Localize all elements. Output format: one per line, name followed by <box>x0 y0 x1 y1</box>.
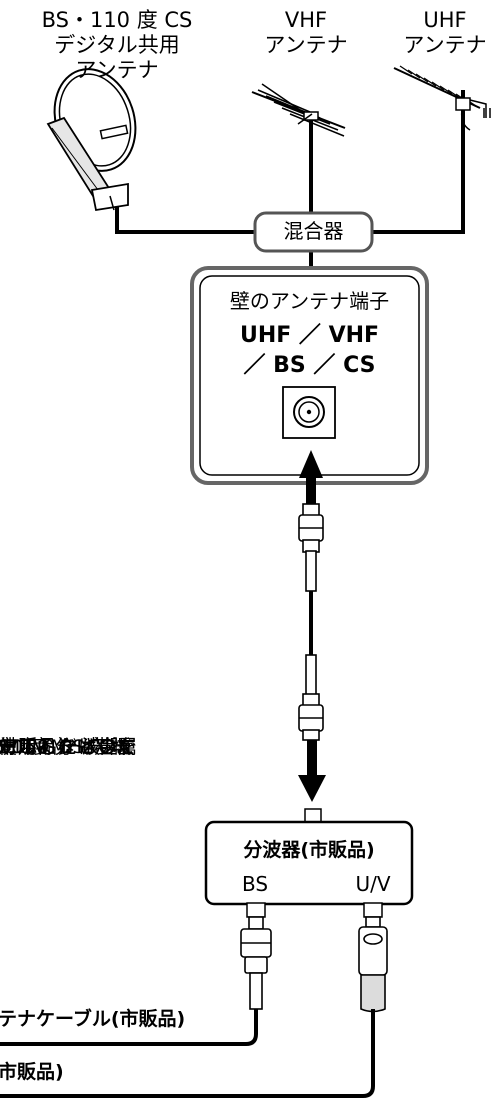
note-line: ールドタイプで <box>0 736 139 758</box>
bs-cs-label-line: アンテナ <box>75 58 159 82</box>
note-line: 対応したものを <box>0 736 139 758</box>
bs-output-cable <box>0 1009 258 1046</box>
note-line: 使用ください。 <box>0 736 139 758</box>
vhf-label-line: VHF <box>284 8 328 32</box>
uhf-antenna-label: UHF アンテナ <box>390 8 498 58</box>
uhf-label-line: UHF <box>423 8 467 32</box>
bs-output-connector-icon <box>240 916 272 1010</box>
coax-socket-icon <box>282 386 336 439</box>
vhf-antenna-icon <box>251 83 346 137</box>
uv-output-cable <box>0 1009 375 1098</box>
note-line: S/UV 分 波 器 <box>0 736 129 758</box>
note-line: 市販品）は金属 <box>0 736 139 758</box>
splitter-port-uv-label: U/V <box>355 872 391 896</box>
arrow-up-icon <box>299 450 323 511</box>
bs-antenna-cable <box>115 205 255 234</box>
vhf-antenna-label: VHF アンテナ <box>236 8 376 58</box>
uhf-label-line: アンテナ <box>403 33 487 57</box>
bs-cs-antenna-label: BS・110 度 CS デジタル共用 アンテナ <box>22 8 212 83</box>
uhf-antenna-icon <box>393 65 491 131</box>
vhf-label-line: アンテナ <box>264 33 348 57</box>
f-connector-top-icon <box>298 503 324 592</box>
cable-label-1: テナケーブル(市販品) <box>0 1008 186 1030</box>
cable-label-2: 市販品) <box>0 1061 64 1083</box>
uhf-antenna-cable <box>372 90 465 234</box>
mixer-box <box>253 211 374 253</box>
uv-output-connector-icon <box>358 916 388 1013</box>
arrow-down-icon <box>298 735 326 802</box>
splitter-bs-port <box>246 902 266 918</box>
bs-cs-dish-icon <box>46 68 137 212</box>
f-connector-bottom-icon <box>298 654 324 741</box>
wall-terminal-title: 壁のアンテナ端子 <box>229 289 390 313</box>
splitter-uv-port <box>363 902 383 918</box>
note-line: 10 度 CS 帯域 <box>0 736 133 758</box>
mixer-label: 混合器 <box>283 219 344 243</box>
wall-terminal-line1: UHF ／ VHF <box>239 323 380 348</box>
splitter-box <box>204 820 414 906</box>
note-line: 2150MHz）ま <box>0 736 135 758</box>
wall-terminal-line2: ／ BS ／ CS <box>243 353 376 378</box>
bs-cs-label-line: BS・110 度 CS <box>41 8 193 32</box>
bs-cs-label-line: デジタル共用 <box>54 33 180 57</box>
splitter-port-bs-label: BS <box>241 872 269 896</box>
splitter-label: 分波器(市販品) <box>243 839 375 861</box>
